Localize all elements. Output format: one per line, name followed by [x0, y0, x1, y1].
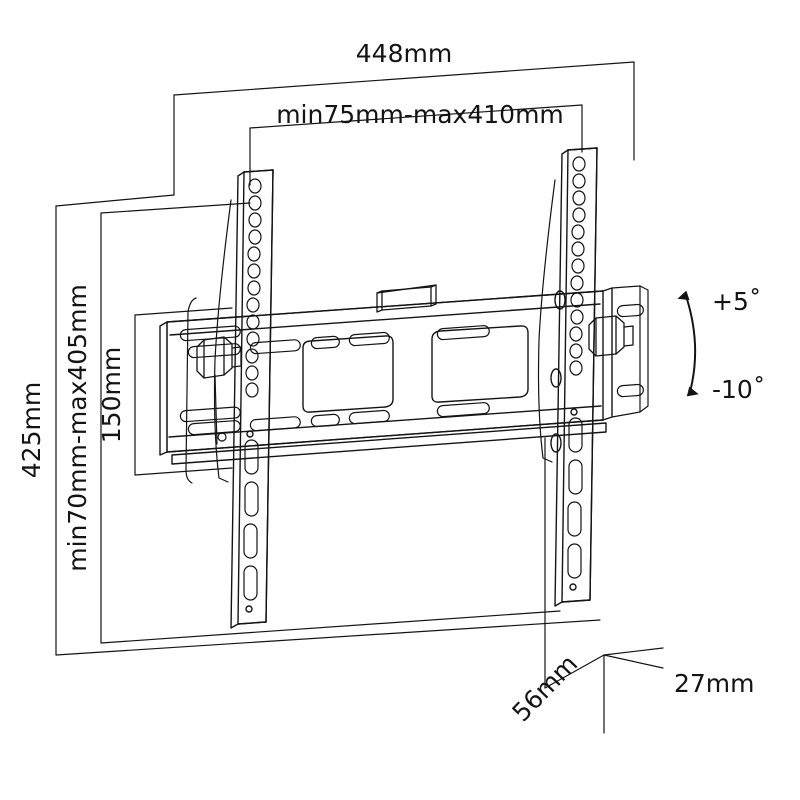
- left-back-plate: [166, 297, 241, 484]
- label-width-inner: min75mm-max410mm: [276, 100, 564, 129]
- wall-plate: [159, 284, 613, 465]
- arm-left-fastener-lower: [245, 605, 253, 613]
- wall-plate-top-edge: [166, 290, 604, 323]
- arm-right-top-edge: [567, 147, 598, 151]
- arm-left-bottom-edge: [237, 621, 267, 625]
- arm-left-side: [230, 171, 245, 629]
- arm-right-fastener-lower: [569, 583, 577, 591]
- wall-plate-bottom-edge: [166, 419, 604, 453]
- arm-right-side: [554, 149, 569, 607]
- arm-left-fastener-upper: [246, 430, 254, 438]
- arm-right-bottom-edge: [561, 599, 591, 603]
- label-depth-vertical: 27mm: [674, 669, 755, 698]
- center-level-tab: [376, 284, 437, 313]
- wall-plate-top-rib: [169, 303, 601, 336]
- label-height-inner: min70mm-max405mm: [63, 284, 92, 572]
- dim-425-bottom-ext: [55, 619, 601, 656]
- wall-plate-right-flange: [602, 287, 613, 421]
- arm-left-right-edge: [265, 169, 274, 623]
- dim-150-bottom-ext: [134, 467, 233, 476]
- arm-left-slot-column: [243, 439, 259, 601]
- arm-right-hole-column: [569, 156, 586, 376]
- dim-425-top-ext: [55, 194, 175, 207]
- dim-150-top-ext: [134, 307, 233, 316]
- wall-plate-recess-left: [302, 335, 394, 413]
- wall-plate-lower-lip: [171, 422, 607, 465]
- wall-plate-recess-right: [431, 325, 529, 403]
- tilt-arc-arrow: [677, 290, 699, 397]
- label-width-overall: 448mm: [356, 39, 452, 68]
- label-height-innermost: 150mm: [97, 347, 126, 443]
- arm-left-back-tab: [213, 199, 232, 483]
- dim-56-line: [544, 654, 605, 689]
- arm-right-right-edge: [589, 147, 598, 601]
- right-back-plate: [611, 285, 649, 418]
- label-height-overall: 425mm: [17, 382, 46, 478]
- dim-inner-top-line: [249, 104, 583, 129]
- dimension-lines: [55, 61, 664, 734]
- wall-plate-hole-right-upper: [550, 368, 562, 388]
- dim-27-top-ext: [603, 647, 664, 656]
- label-tilt-up: +5˚: [712, 287, 761, 316]
- wall-plate-left-flange: [159, 321, 168, 456]
- tilt-knob-left: [196, 336, 242, 445]
- arm-right-back-tab: [537, 179, 556, 463]
- arm-left-hole-column: [245, 178, 262, 398]
- arm-left-top-edge: [243, 169, 274, 173]
- wall-plate-hole-right-lower: [550, 433, 562, 453]
- dim-inner-left-bottom-ext: [100, 610, 561, 644]
- vertical-arm-right: [537, 147, 598, 607]
- vertical-arm-left: [213, 169, 274, 629]
- dim-inner-left-top-ext: [100, 202, 251, 214]
- arm-right-slot-column: [567, 417, 583, 579]
- dim-27-line: [603, 654, 664, 669]
- arm-right-fastener-upper: [570, 408, 578, 416]
- tilt-arc-indicator: [677, 290, 699, 397]
- label-tilt-down: -10˚: [712, 375, 765, 404]
- dim-448-line: [173, 61, 635, 96]
- tilt-knob-right: [588, 315, 634, 357]
